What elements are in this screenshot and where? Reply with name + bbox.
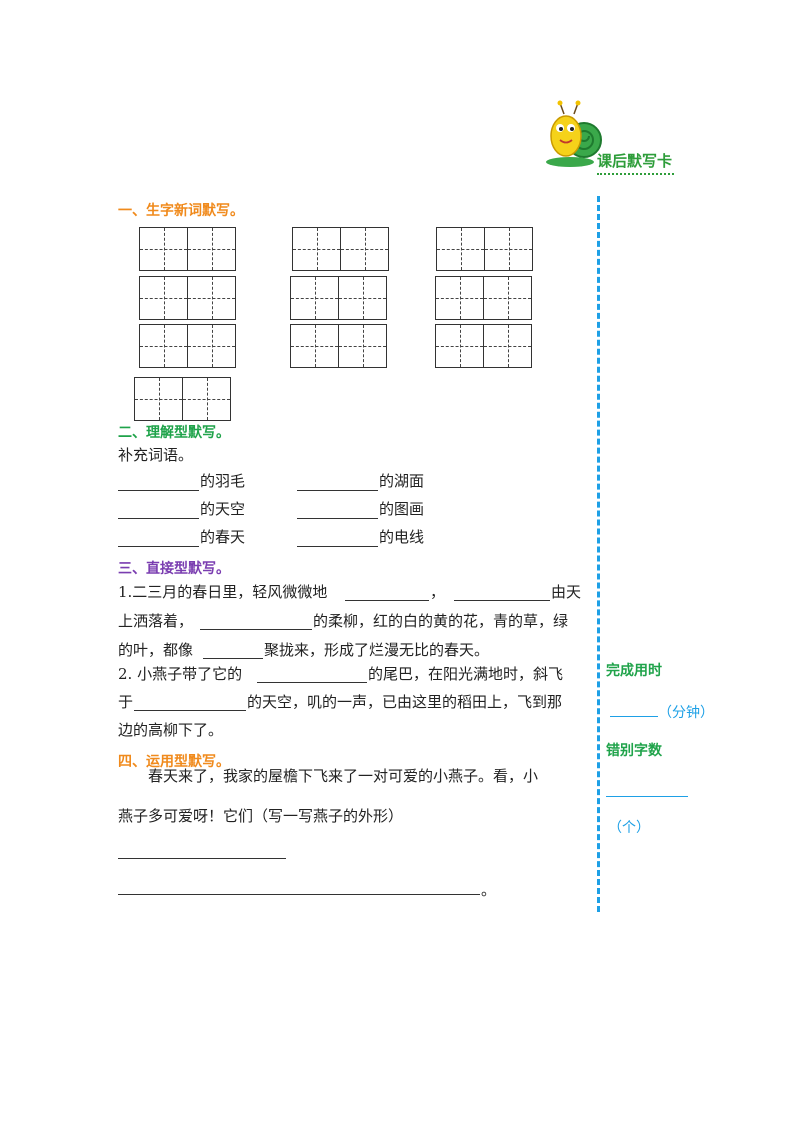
writing-grid[interactable] <box>290 276 387 320</box>
section2-intro: 补充词语。 <box>118 446 194 464</box>
q1-text: 的柔柳，红的白的黄的花，青的草，绿 <box>313 612 569 630</box>
answer-blank[interactable] <box>297 546 378 547</box>
writing-line[interactable] <box>118 894 480 895</box>
end-punctuation: 。 <box>481 881 497 899</box>
section4-paragraph: 春天来了，我家的屋檐下飞来了一对可爱的小燕子。看，小 <box>148 767 539 785</box>
answer-blank[interactable] <box>118 490 199 491</box>
error-label: 错别字数 <box>606 743 662 759</box>
answer-blank[interactable] <box>257 682 367 683</box>
q1-text: 1.二三月的春日里，轻风微微地 <box>118 583 328 601</box>
q1-text: ， <box>430 583 446 601</box>
writing-grid[interactable] <box>290 324 387 368</box>
writing-grid[interactable] <box>292 227 389 271</box>
fill-suffix: 的电线 <box>379 528 425 546</box>
fill-suffix: 的天空 <box>200 500 246 518</box>
answer-blank[interactable] <box>454 600 550 601</box>
badge-title: 课后默写卡 <box>597 152 675 175</box>
section1-title: 一、生字新词默写。 <box>118 203 244 219</box>
writing-grid[interactable] <box>436 227 533 271</box>
q2-text: 于 <box>118 693 134 711</box>
answer-blank[interactable] <box>118 546 199 547</box>
q1-text: 聚拢来，形成了烂漫无比的春天。 <box>264 641 490 659</box>
time-blank[interactable] <box>610 716 658 717</box>
fill-suffix: 的湖面 <box>379 472 425 490</box>
section4-paragraph: 燕子多可爱呀！它们（写一写燕子的外形） <box>118 807 404 825</box>
answer-blank[interactable] <box>200 629 312 630</box>
section2-title: 二、理解型默写。 <box>118 425 230 441</box>
answer-blank[interactable] <box>134 710 246 711</box>
q2-text: 2. 小燕子带了它的 <box>118 665 243 683</box>
writing-grid[interactable] <box>139 324 236 368</box>
margin-divider <box>597 196 600 912</box>
writing-grid[interactable] <box>139 276 236 320</box>
fill-suffix: 的羽毛 <box>200 472 246 490</box>
error-unit: （个） <box>608 820 650 836</box>
q2-text: 的天空，叽的一声，已由这里的稻田上，飞到那 <box>247 693 563 711</box>
writing-grid[interactable] <box>435 276 532 320</box>
answer-blank[interactable] <box>118 518 199 519</box>
section4-title: 四、运用型默写。 <box>118 754 230 770</box>
writing-grid[interactable] <box>139 227 236 271</box>
writing-grid[interactable] <box>435 324 532 368</box>
q2-text: 边的高柳下了。 <box>118 721 224 739</box>
time-unit: （分钟） <box>658 705 714 721</box>
writing-grid[interactable] <box>134 377 231 421</box>
answer-blank[interactable] <box>203 658 263 659</box>
snail-mascot-icon <box>546 100 602 167</box>
writing-line[interactable] <box>118 858 286 859</box>
answer-blank[interactable] <box>345 600 429 601</box>
section3-title: 三、直接型默写。 <box>118 561 230 577</box>
time-label: 完成用时 <box>606 663 662 679</box>
q1-text: 由天 <box>551 583 582 601</box>
q1-text: 上洒落着， <box>118 612 194 630</box>
answer-blank[interactable] <box>297 518 378 519</box>
fill-suffix: 的春天 <box>200 528 246 546</box>
fill-suffix: 的图画 <box>379 500 425 518</box>
answer-blank[interactable] <box>297 490 378 491</box>
q1-text: 的叶，都像 <box>118 641 194 659</box>
q2-text: 的尾巴，在阳光满地时，斜飞 <box>368 665 564 683</box>
error-blank[interactable] <box>606 796 688 797</box>
